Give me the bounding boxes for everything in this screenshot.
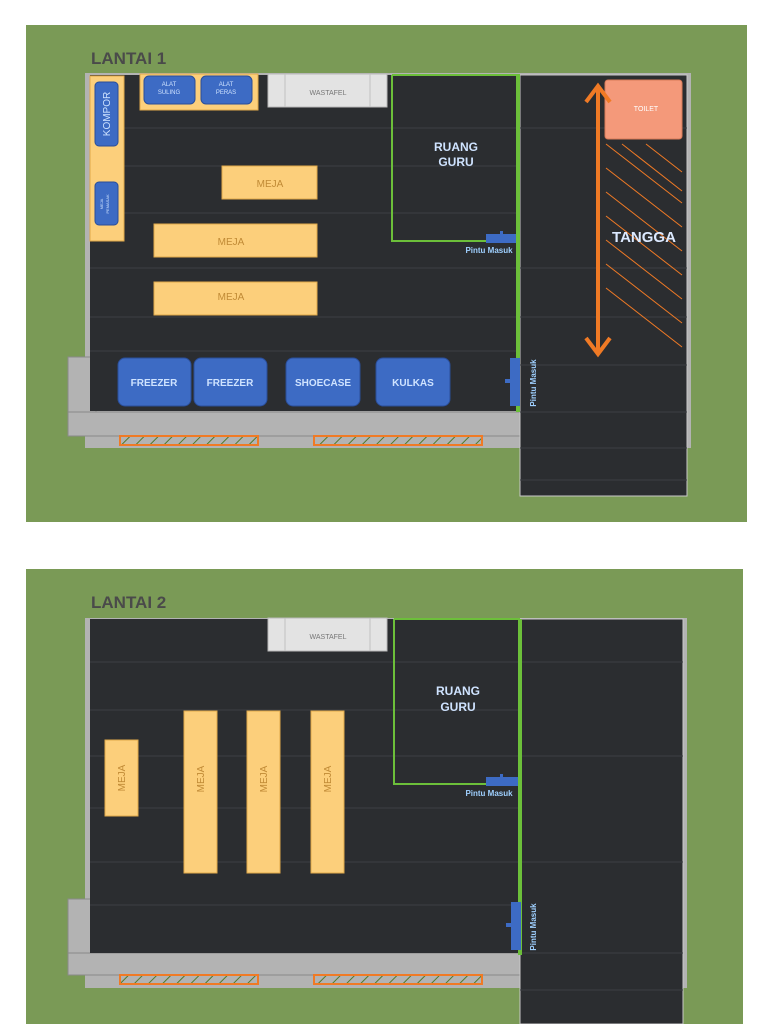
floor-1-window-left (119, 435, 259, 446)
floor-1-plan: LANTAI 1 KOMPOR M (26, 25, 747, 522)
floor-2-side-door[interactable] (511, 902, 521, 950)
juicer-label-2: PERAS (216, 90, 236, 96)
table-1-label: MEJA (257, 179, 284, 190)
floor-2-window-left (119, 974, 259, 985)
table-2 (153, 223, 318, 258)
fridge (375, 357, 451, 407)
floor-1-corridor (519, 74, 688, 497)
distiller-label-1: ALAT (162, 82, 177, 88)
floor-2-teacher-room-door[interactable] (486, 777, 520, 786)
juicer-label-1: ALAT (219, 82, 234, 88)
freezer-1-label: FREEZER (131, 378, 178, 389)
floor-2-table-1 (104, 739, 139, 817)
floor-2-teacher-room-label-1: RUANG (436, 684, 480, 698)
toilet-label: TOILET (634, 106, 659, 113)
floor-2-teacher-room-wall (393, 619, 486, 785)
cooking-table (94, 181, 119, 226)
floor-1-window-right (313, 435, 483, 446)
teacher-room-door-label: Pintu Masuk (465, 246, 513, 255)
side-door-label: Pintu Masuk (529, 359, 538, 407)
floor-1-title: LANTAI 1 (91, 49, 166, 68)
floor-2-corridor (519, 618, 684, 1024)
shoecase (285, 357, 361, 407)
teacher-room-label-1: RUANG (434, 140, 478, 154)
side-door[interactable] (510, 358, 520, 406)
floor-2-table-4 (310, 710, 345, 874)
floor-2-sink (267, 617, 388, 652)
fridge-label: KULKAS (392, 378, 434, 389)
cooking-table-label-2: PEMASAK (105, 194, 110, 214)
table-3-label: MEJA (218, 292, 245, 303)
sink-label: WASTAFEL (310, 90, 347, 97)
floor-2-window-right (313, 974, 483, 985)
freezer-2-label: FREEZER (207, 378, 254, 389)
floor-2-table-1-label: MEJA (117, 764, 128, 791)
floor-2-teacher-room-label-2: GURU (440, 700, 475, 714)
shoecase-label: SHOECASE (295, 378, 351, 389)
table-2-label: MEJA (218, 237, 245, 248)
floor-2-floor (90, 619, 520, 953)
floor-2-sink-label: WASTAFEL (310, 634, 347, 641)
teacher-room-label-2: GURU (438, 155, 473, 169)
teacher-room-door[interactable] (486, 234, 520, 243)
floor-2-title: LANTAI 2 (91, 593, 166, 612)
juicer (200, 75, 253, 105)
floor-2-table-3 (246, 710, 281, 874)
stairs-hatching (605, 143, 683, 348)
freezer-2 (193, 357, 268, 407)
table-1 (221, 165, 318, 200)
toilet (604, 79, 683, 140)
floor-1-bottom-ledge (67, 411, 521, 437)
floor-2-bottom-ledge (67, 952, 521, 976)
stairs-label: TANGGA (612, 229, 676, 246)
sink (267, 73, 388, 108)
table-3 (153, 281, 318, 316)
distiller (143, 75, 196, 105)
stove-label: KOMPOR (102, 92, 113, 136)
floor-2-side-door-label: Pintu Masuk (529, 903, 538, 951)
floor-2-table-2-label: MEJA (196, 765, 207, 792)
floor-2-plan: LANTAI 2 WASTAFEL RUANG GU (26, 569, 743, 1024)
stairs-arrow (584, 82, 612, 358)
floor-2-table-4-label: MEJA (323, 765, 334, 792)
freezer-1 (117, 357, 192, 407)
floor-2-floor-lines (90, 661, 683, 991)
distiller-label-2: SULING (158, 90, 181, 96)
floor-2-teacher-room-door-label: Pintu Masuk (465, 789, 513, 798)
cooking-table-label-1: MEJA (99, 198, 104, 209)
floor-2-table-2 (183, 710, 218, 874)
stove (94, 81, 119, 147)
teacher-room-wall (391, 75, 486, 242)
floor-2-table-3-label: MEJA (259, 765, 270, 792)
